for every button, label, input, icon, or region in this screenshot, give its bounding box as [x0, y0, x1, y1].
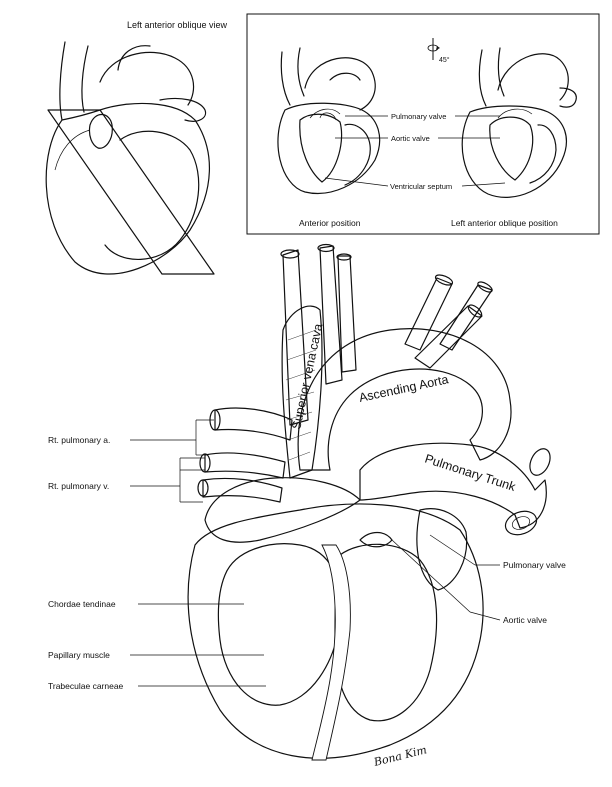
position-comparison-box: 45° Pulmonary valve Aortic valve [246, 13, 600, 235]
inset-pulmonary-valve-label: Pulmonary valve [391, 112, 446, 121]
septum-leader-left [324, 177, 389, 187]
ascending-aorta-label: Ascending Aorta [358, 372, 450, 405]
anterior-position-caption: Anterior position [299, 218, 361, 228]
artist-signature: Bona Kim [372, 743, 429, 769]
pulmonary-valve-region [416, 508, 468, 591]
superior-vena-cava [281, 305, 323, 479]
lao-heart-outline [45, 41, 210, 275]
right-ventricle-cavity [217, 543, 342, 706]
left-labels: Rt. pulmonary a. Rt. pulmonary v. Chorda… [48, 419, 266, 691]
lao-view-inset: Left anterior oblique view [45, 20, 228, 275]
chordae-tendinae-label: Chordae tendinae [48, 599, 116, 609]
anterior-position-heart [277, 47, 381, 194]
oblique-cut-plane [47, 109, 215, 275]
right-atrium-fat [204, 477, 361, 543]
lao-position-heart [461, 47, 577, 198]
great-vessels-top [280, 243, 493, 426]
inset-aortic-valve-label: Aortic valve [391, 134, 430, 143]
inset-frame [246, 13, 600, 235]
right-pulmonary-vessels [197, 407, 293, 503]
rotation-degrees: 45° [439, 56, 450, 64]
rt-pulmonary-artery-label: Rt. pulmonary a. [48, 435, 110, 445]
rt-pulmonary-vein-label: Rt. pulmonary v. [48, 481, 109, 491]
pulmonary-trunk-label: Pulmonary Trunk [423, 452, 518, 495]
main-heart-drawing: Superior vena cava Ascending Aorta Pulmo… [187, 243, 551, 761]
rotation-arrow-icon [427, 38, 440, 60]
trabeculae-carneae-label: Trabeculae carneae [48, 681, 124, 691]
pulmonary-trunk-opening-lower [504, 510, 538, 536]
lao-view-title: Left anterior oblique view [127, 20, 228, 30]
aortic-arch [297, 328, 512, 471]
septum-leader-right [461, 182, 506, 187]
papillary-muscle-label: Papillary muscle [48, 650, 110, 660]
pulmonary-trunk-opening-upper [529, 448, 551, 476]
inset-ventricular-septum-label: Ventricular septum [390, 182, 452, 191]
main-aortic-valve-label: Aortic valve [503, 615, 547, 625]
trabeculae-strands [238, 569, 415, 714]
pulmonary-trunk [359, 442, 547, 529]
heart-body [187, 503, 484, 759]
right-labels: Pulmonary valve Aortic valve [391, 534, 566, 625]
lao-position-caption: Left anterior oblique position [451, 218, 558, 228]
ventricular-septum [311, 544, 351, 761]
main-pulmonary-valve-label: Pulmonary valve [503, 560, 566, 570]
